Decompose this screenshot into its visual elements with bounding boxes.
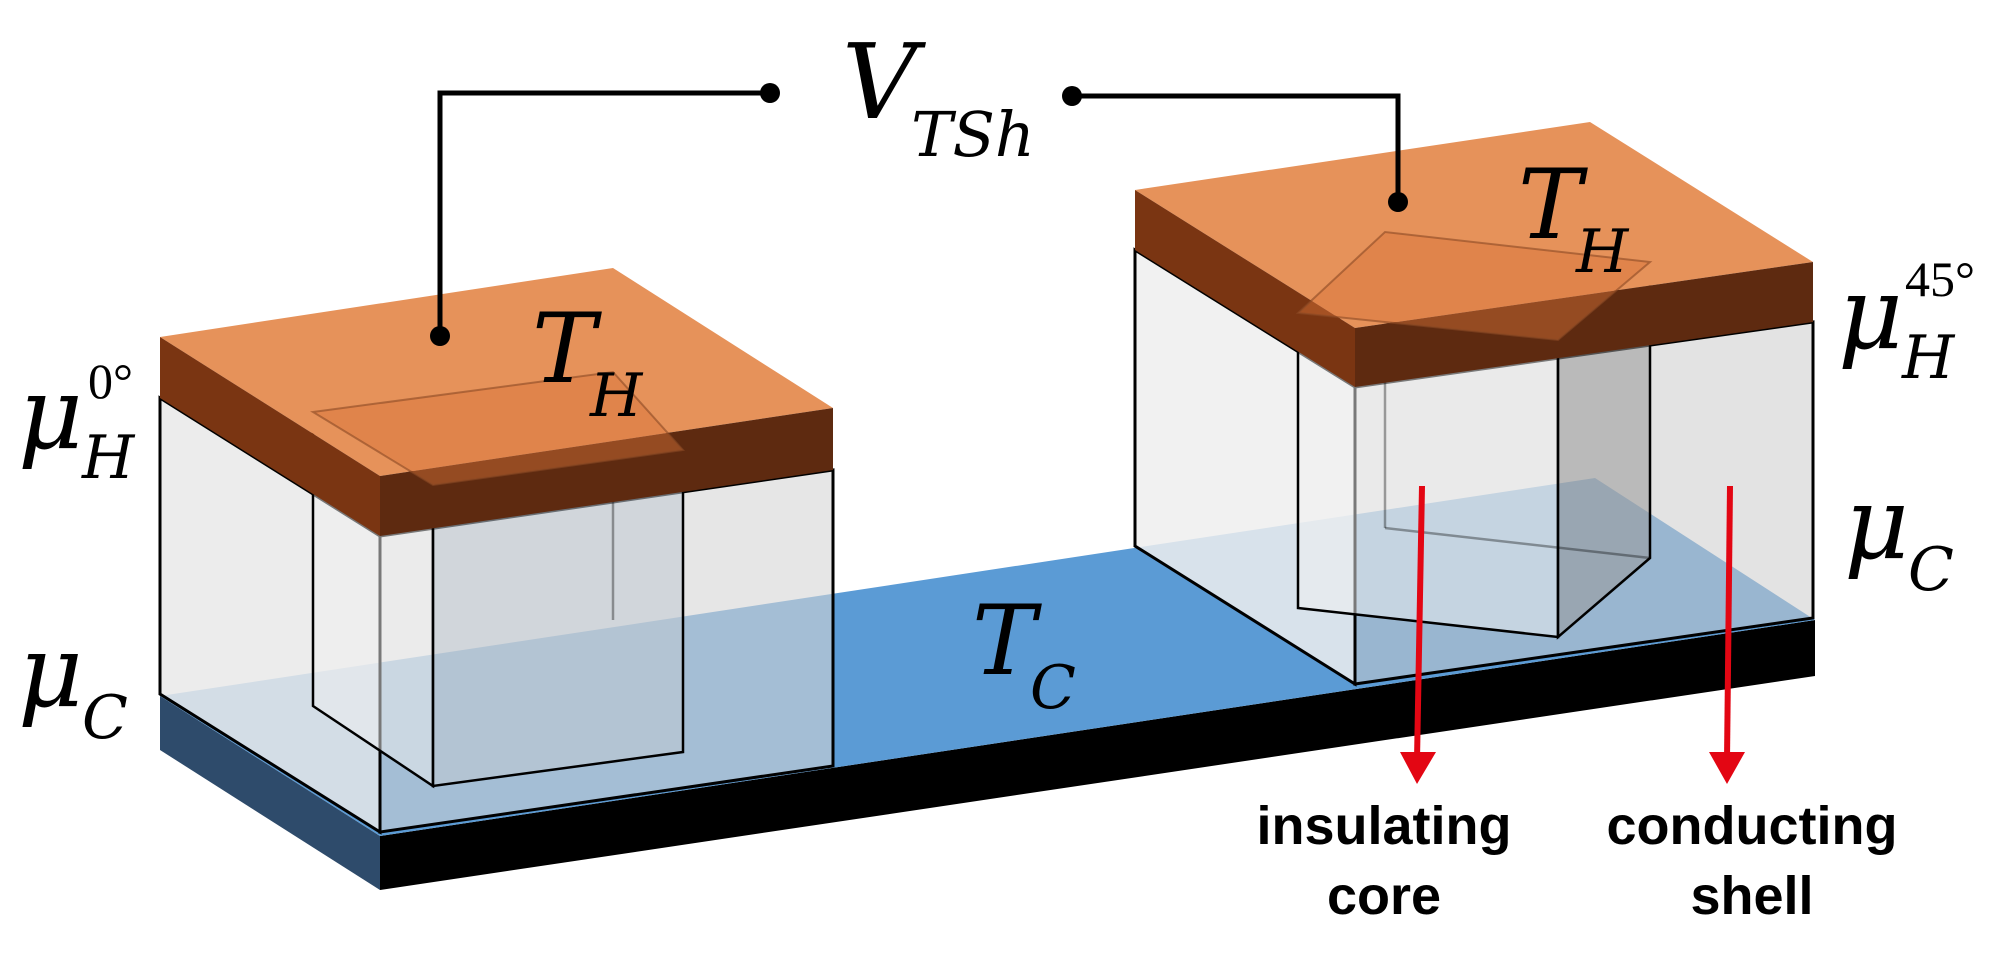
right-mu-hot-label: μ <box>1838 255 1903 372</box>
right-wire <box>1072 93 1401 202</box>
left-heater-overlay <box>310 370 685 487</box>
voltage-label: VTSh <box>842 21 1035 171</box>
right-hot-temp-label: TH <box>1518 149 1630 287</box>
left-mu-hot-superscript: 0° <box>88 353 133 409</box>
right-mu-cold-label: μ <box>1844 465 1909 582</box>
core-arrow <box>1400 485 1436 784</box>
right-mu-hot-subscript: H <box>1901 323 1956 393</box>
substrate-side-left <box>160 696 380 890</box>
left-hot-temp-label: TH <box>532 293 644 431</box>
shell-label-line1: conducting <box>1607 796 1898 856</box>
right-mu-hot-superscript: 45° <box>1905 251 1975 307</box>
left-heater-side <box>160 337 380 536</box>
left-mu-cold-label: μ <box>18 613 83 730</box>
left-heater-front <box>380 408 833 536</box>
right-inner-cube <box>1295 230 1654 640</box>
substrate-side-front <box>380 620 1815 890</box>
right-heater-front <box>1355 262 1813 387</box>
left-contact-dot <box>430 326 450 346</box>
shell-label-line2: shell <box>1690 866 1813 926</box>
right-block <box>1133 122 1815 687</box>
right-heater-top <box>1135 122 1813 328</box>
voltage-wires <box>437 90 1401 336</box>
left-wire <box>437 90 770 336</box>
right-heater-side <box>1135 190 1355 387</box>
right-heater-overlay <box>1295 230 1653 342</box>
right-terminal-dot <box>1062 86 1082 106</box>
cold-temp-label: TC <box>972 585 1076 723</box>
core-label-line2: core <box>1327 866 1441 926</box>
left-block <box>158 268 835 835</box>
left-heater-top <box>160 268 833 476</box>
right-contact-dot <box>1388 192 1408 212</box>
shell-arrow <box>1709 485 1745 784</box>
left-mu-hot-label: μ <box>18 355 83 472</box>
left-mu-hot-subscript: H <box>81 423 136 493</box>
left-mu-cold-subscript: C <box>82 683 128 753</box>
right-mu-cold-subscript: C <box>1908 535 1954 605</box>
core-label-line1: insulating <box>1257 796 1512 856</box>
left-terminal-dot <box>760 83 780 103</box>
